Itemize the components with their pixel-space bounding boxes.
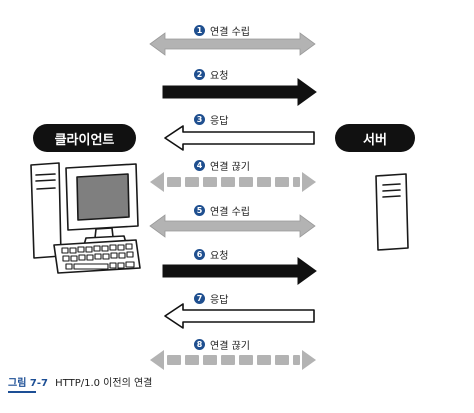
client-computer-icon	[30, 162, 141, 274]
arrow-disconnect-2	[150, 350, 316, 370]
step-badge-2: 2	[194, 69, 205, 80]
step-text-5: 연결 수립	[210, 207, 250, 218]
arrow-request-2	[162, 257, 317, 285]
caption-underline	[8, 391, 36, 393]
server-label-text: 서버	[363, 132, 387, 148]
step-label-3: 3 응답	[194, 112, 228, 127]
step-text-8: 연결 끊기	[210, 341, 250, 352]
step-badge-1: 1	[194, 25, 205, 36]
step-text-3: 응답	[210, 116, 229, 127]
client-node-label: 클라이언트	[33, 124, 136, 152]
arrow-connect-1	[149, 32, 316, 56]
server-node-label: 서버	[335, 124, 415, 152]
figure-number: 그림 7-7	[8, 378, 48, 389]
arrow-request-1	[162, 78, 317, 106]
step-label-1: 1 연결 수립	[194, 23, 250, 38]
step-label-4: 4 연결 끊기	[194, 158, 250, 173]
arrow-response-1	[164, 125, 315, 151]
step-badge-5: 5	[194, 205, 205, 216]
step-label-6: 6 요청	[194, 247, 228, 262]
arrow-response-2	[164, 303, 315, 329]
figure-caption: 그림 7-7 HTTP/1.0 이전의 연결	[8, 374, 152, 389]
step-badge-8: 8	[194, 339, 205, 350]
step-badge-6: 6	[194, 249, 205, 260]
step-badge-4: 4	[194, 160, 205, 171]
arrow-connect-2	[149, 214, 316, 238]
server-icon	[375, 173, 409, 251]
step-text-7: 응답	[210, 295, 229, 306]
client-label-text: 클라이언트	[54, 132, 115, 148]
step-label-8: 8 연결 끊기	[194, 337, 250, 352]
step-label-5: 5 연결 수립	[194, 203, 250, 218]
step-text-1: 연결 수립	[210, 27, 250, 38]
step-label-7: 7 응답	[194, 291, 228, 306]
step-text-2: 요청	[210, 71, 229, 82]
figure-title: HTTP/1.0 이전의 연결	[55, 378, 153, 389]
step-badge-7: 7	[194, 293, 205, 304]
step-badge-3: 3	[194, 114, 205, 125]
step-text-6: 요청	[210, 251, 229, 262]
step-text-4: 연결 끊기	[210, 162, 250, 173]
step-label-2: 2 요청	[194, 67, 228, 82]
arrow-disconnect-1	[150, 172, 316, 192]
